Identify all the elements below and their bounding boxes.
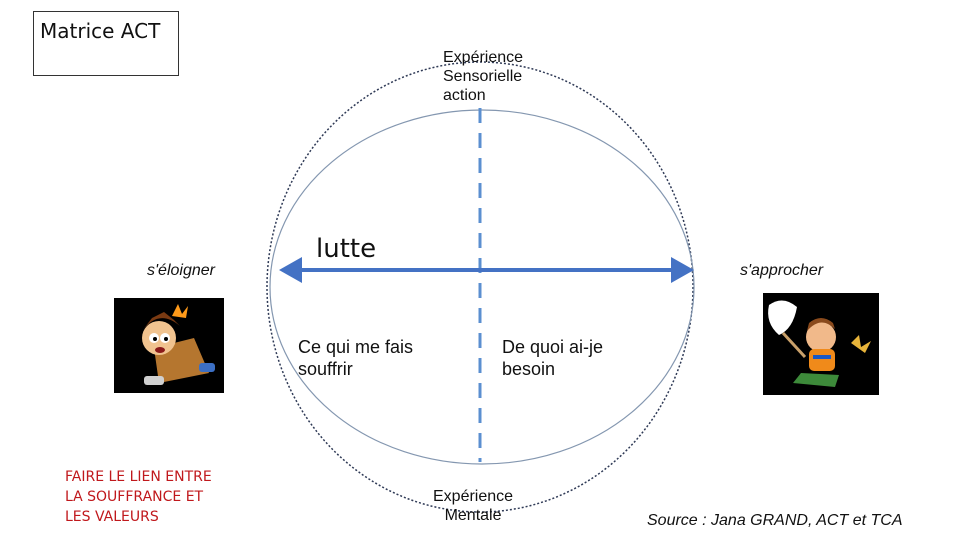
source-credit: Source : Jana GRAND, ACT et TCA <box>647 512 902 530</box>
axis-label-bottom: Expérience Mentale <box>433 487 513 525</box>
axis-label-top: Expérience Sensorielle action <box>443 48 523 105</box>
arrowhead-right <box>671 257 694 283</box>
note-link-values: FAIRE LE LIEN ENTRE LA SOUFFRANCE ET LES… <box>65 467 212 527</box>
child-with-net-icon <box>763 293 879 395</box>
label-move-toward: s'approcher <box>740 262 823 280</box>
arrow-label: lutte <box>316 234 376 264</box>
fleeing-character-icon <box>114 298 224 393</box>
child-with-net-image <box>763 293 879 395</box>
fleeing-character-image <box>114 298 224 393</box>
label-move-away: s'éloigner <box>147 262 215 280</box>
arrowhead-left <box>279 257 302 283</box>
quadrant-label-left: Ce qui me fais souffrir <box>298 336 413 380</box>
quadrant-label-right: De quoi ai-je besoin <box>502 336 603 380</box>
inner-ellipse <box>270 110 694 464</box>
